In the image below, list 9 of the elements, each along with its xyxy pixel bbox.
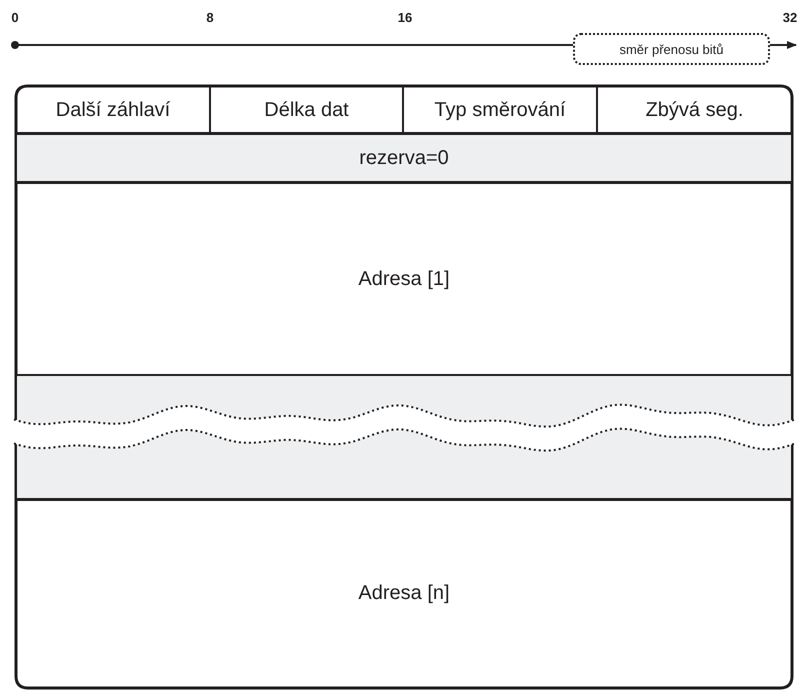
reserved-field: rezerva=0	[17, 132, 791, 184]
address-field: Adresa [n]	[17, 498, 791, 686]
bit-position-label: 8	[206, 10, 214, 25]
bit-position-label: 0	[11, 10, 19, 25]
bit-position-label: 32	[782, 10, 798, 25]
omitted-section-band	[14, 376, 794, 498]
direction-label-box: směr přenosu bitů	[573, 33, 770, 65]
bit-position-label: 16	[398, 10, 412, 25]
header-field: Zbývá seg.	[598, 87, 791, 134]
